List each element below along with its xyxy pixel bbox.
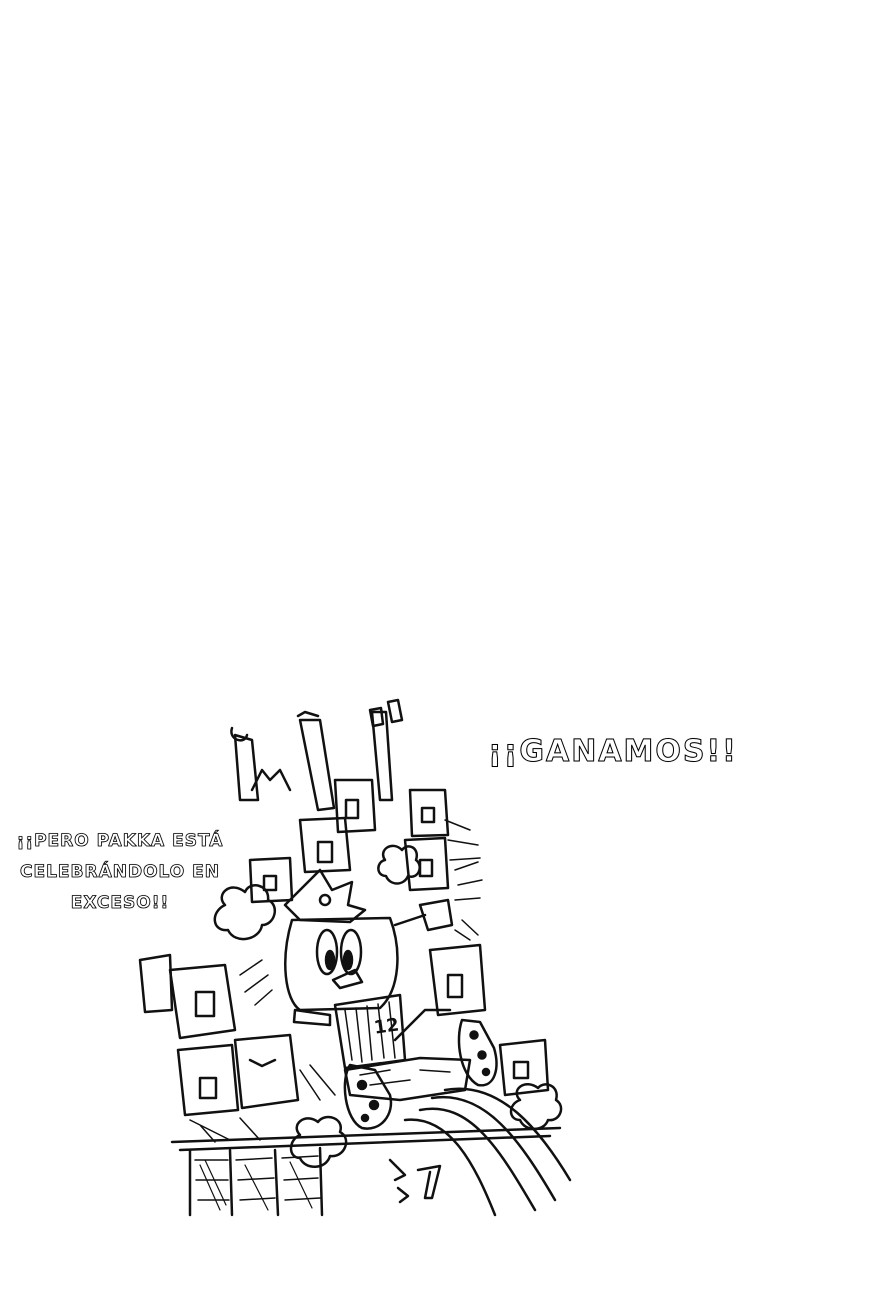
action-lines [239,861,483,1101]
shout-caption: ¡¡GANAMOS!! [488,734,738,770]
crowd-left [138,953,300,1143]
mascot-character [283,868,472,1102]
slide-streaks [403,1087,572,1217]
crowd-right [428,919,550,1097]
boots [343,1018,498,1130]
caption-line: ¡¡PERO PAKKA ESTÁ [16,831,224,852]
caption-line: CELEBRÁNDOLO EN [20,862,220,883]
narration-caption: ¡¡PERO PAKKA ESTÁ CELEBRÁNDOLO EN EXCESO… [0,826,240,919]
jersey-number: 12 [372,1014,401,1039]
raised-arms [230,698,404,812]
stadium-stands [170,1126,562,1217]
caption-line: EXCESO!! [70,893,170,914]
crowd-back-row [248,778,481,904]
smoke-puffs [213,844,563,1168]
